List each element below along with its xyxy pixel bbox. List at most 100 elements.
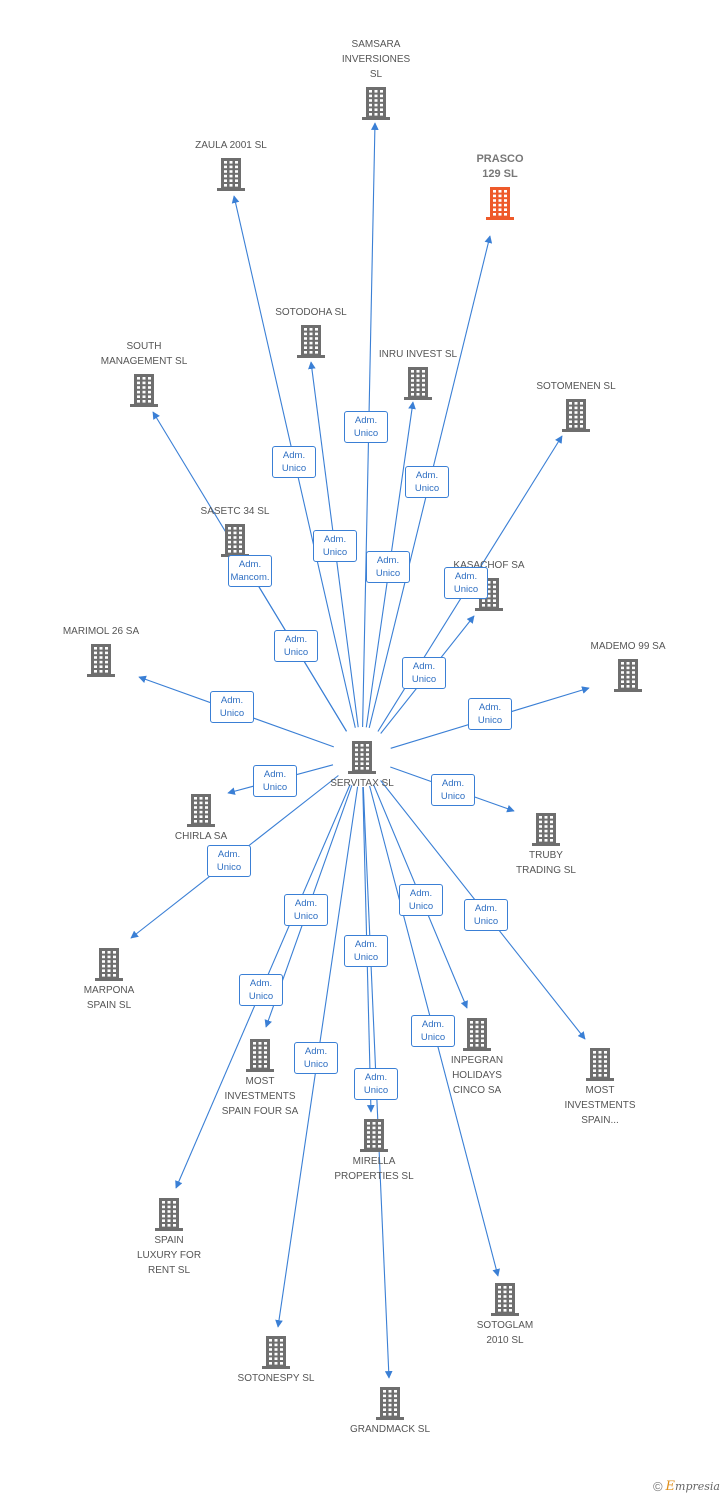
- edge-label-marimol[interactable]: Adm.Unico: [210, 691, 254, 723]
- node-truby[interactable]: TRUBY TRADING SL: [481, 812, 611, 878]
- node-label: MARPONA SPAIN SL: [83, 985, 135, 1011]
- building-icon: [586, 1048, 614, 1081]
- building-icon: [297, 325, 325, 358]
- node-zaula[interactable]: ZAULA 2001 SL: [166, 138, 296, 191]
- role-line-1: Adm.: [409, 888, 433, 899]
- role-line-1: Adm.: [282, 450, 306, 461]
- node-sotonespy[interactable]: SOTONESPY SL: [211, 1335, 341, 1386]
- building-icon: [246, 1039, 274, 1072]
- role-line-2: Unico: [414, 483, 440, 494]
- node-inpegran[interactable]: INPEGRAN HOLIDAYS CINCO SA: [412, 1017, 542, 1098]
- role-line-2: Unico: [353, 952, 379, 963]
- node-spainlux[interactable]: SPAIN LUXURY FOR RENT SL: [104, 1197, 234, 1278]
- building-icon: [491, 1283, 519, 1316]
- node-south[interactable]: SOUTH MANAGEMENT SL: [79, 339, 209, 407]
- role-line-1: Adm.: [354, 415, 378, 426]
- role-line-2: Unico: [303, 1059, 329, 1070]
- edge-label-mademo[interactable]: Adm.Unico: [468, 698, 512, 730]
- building-icon: [187, 794, 215, 827]
- role-line-1: Adm.: [364, 1072, 388, 1083]
- role-line-1: Adm.: [294, 898, 318, 909]
- edge-label-mirella[interactable]: Adm. Unico: [344, 935, 388, 967]
- edge-label-inpegran[interactable]: Adm.Unico: [399, 884, 443, 916]
- edge-label-mostfour[interactable]: Adm. Unico: [284, 894, 328, 926]
- edge-label-prasco[interactable]: Adm. Unico: [405, 466, 449, 498]
- edge-label-zaula[interactable]: Adm.Unico: [272, 446, 316, 478]
- role-line-1: Adm.: [323, 534, 347, 545]
- role-line-1: Adm.: [415, 470, 439, 481]
- node-sotodoha[interactable]: SOTODOHA SL: [246, 305, 376, 358]
- role-line-1: Adm.: [421, 1019, 445, 1030]
- edge-label-samsara[interactable]: Adm.Unico: [344, 411, 388, 443]
- node-prasco[interactable]: PRASCO 129 SL: [435, 152, 565, 220]
- node-label: KASACHOF SA: [453, 560, 525, 571]
- edge-label-grandmack[interactable]: Adm.Unico: [354, 1068, 398, 1100]
- node-label: SOTOGLAM 2010 SL: [476, 1320, 534, 1346]
- edge-label-inru[interactable]: Adm.Unico: [366, 551, 410, 583]
- node-samsara[interactable]: SAMSARA INVERSIONES SL: [311, 37, 441, 120]
- node-grandmack[interactable]: GRANDMACK SL: [325, 1386, 455, 1437]
- node-chirla[interactable]: CHIRLA SA: [136, 793, 266, 844]
- building-icon: [348, 741, 376, 774]
- node-label: SASETC 34 SL: [200, 506, 270, 517]
- building-icon: [130, 374, 158, 407]
- node-mostspain[interactable]: MOST INVESTMENTS SPAIN...: [535, 1047, 665, 1128]
- node-marimol[interactable]: MARIMOL 26 SA: [36, 624, 166, 677]
- role-line-2: Unico: [322, 547, 348, 558]
- edge-label-marpona[interactable]: Adm.Unico: [207, 845, 251, 877]
- edge-label-sotodoha[interactable]: Adm. Unico: [313, 530, 357, 562]
- node-label: MADEMO 99 SA: [590, 641, 666, 652]
- role-line-1: Adm.: [474, 903, 498, 914]
- building-icon: [362, 87, 390, 120]
- role-line-1: Adm.: [354, 939, 378, 950]
- node-inru[interactable]: INRU INVEST SL: [353, 347, 483, 400]
- node-label: SOTOMENEN SL: [536, 381, 616, 392]
- node-sotoglam[interactable]: SOTOGLAM 2010 SL: [440, 1282, 570, 1348]
- node-label: INRU INVEST SL: [378, 349, 458, 360]
- role-line-2: Unico: [248, 991, 274, 1002]
- edge-label-sotoglam[interactable]: Adm.Unico: [411, 1015, 455, 1047]
- role-line-1: Adm.: [249, 978, 273, 989]
- building-icon: [486, 187, 514, 220]
- building-icon: [562, 399, 590, 432]
- edge-label-sasetc[interactable]: Adm.Unico: [274, 630, 318, 662]
- building-icon: [155, 1198, 183, 1231]
- node-label: MOST INVESTMENTS SPAIN...: [564, 1085, 636, 1126]
- node-label: GRANDMACK SL: [349, 1424, 430, 1435]
- edge-label-spainlux[interactable]: Adm. Unico: [239, 974, 283, 1006]
- building-icon: [360, 1119, 388, 1152]
- building-icon: [262, 1336, 290, 1369]
- node-label: ZAULA 2001 SL: [195, 140, 267, 151]
- node-mostfour[interactable]: MOST INVESTMENTS SPAIN FOUR SA: [195, 1038, 325, 1119]
- role-line-2: Unico: [293, 911, 319, 922]
- role-line-1: Adm.: [238, 559, 262, 570]
- role-line-1: Adm.: [454, 571, 478, 582]
- node-sotomenen[interactable]: SOTOMENEN SL: [511, 379, 641, 432]
- node-label: MARIMOL 26 SA: [62, 626, 140, 637]
- role-line-2: Unico: [453, 584, 479, 595]
- role-line-2: Unico: [375, 568, 401, 579]
- role-line-1: Adm.: [441, 778, 465, 789]
- edge-label-kasachof[interactable]: Adm.Unico: [402, 657, 446, 689]
- edge-label-sotonespy[interactable]: Adm.Unico: [294, 1042, 338, 1074]
- node-marpona[interactable]: MARPONA SPAIN SL: [44, 947, 174, 1013]
- role-line-2: Mancom.: [230, 572, 270, 583]
- edge-label-south[interactable]: Adm. Mancom.: [228, 555, 272, 587]
- node-label: MOST INVESTMENTS SPAIN FOUR SA: [221, 1076, 299, 1117]
- role-line-2: Unico: [477, 715, 503, 726]
- edge-label-truby[interactable]: Adm.Unico: [431, 774, 475, 806]
- edge-label-chirla[interactable]: Adm.Unico: [253, 765, 297, 797]
- role-line-2: Unico: [473, 916, 499, 927]
- node-sasetc[interactable]: SASETC 34 SL: [170, 504, 300, 557]
- node-label: SERVITAX SL: [330, 778, 394, 789]
- node-servitax[interactable]: SERVITAX SL: [297, 740, 427, 791]
- edge-label-mostspain[interactable]: Adm. Unico: [464, 899, 508, 931]
- copyright-symbol: ©: [652, 1479, 663, 1494]
- brand-name: mpresia: [675, 1480, 720, 1493]
- edge-label-sotomenen[interactable]: Adm. Unico: [444, 567, 488, 599]
- node-mirella[interactable]: MIRELLA PROPERTIES SL: [309, 1118, 439, 1184]
- node-label: SAMSARA INVERSIONES SL: [341, 39, 411, 80]
- node-mademo[interactable]: MADEMO 99 SA: [563, 639, 693, 692]
- building-icon: [463, 1018, 491, 1051]
- node-label: MIRELLA PROPERTIES SL: [334, 1156, 414, 1182]
